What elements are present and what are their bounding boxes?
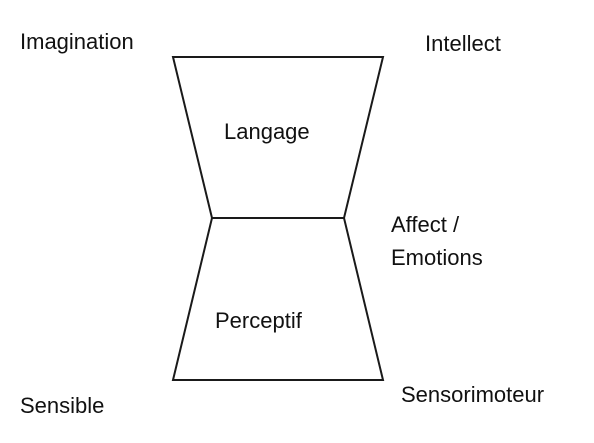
label-perceptif: Perceptif [215, 308, 302, 333]
label-intellect: Intellect [425, 31, 501, 56]
label-imagination: Imagination [20, 29, 134, 54]
label-sensorimoteur: Sensorimoteur [401, 382, 545, 407]
label-sensible: Sensible [20, 393, 105, 418]
label-affect-emotions: Affect / Emotions [391, 212, 483, 270]
lower-trapezoid-perceptif [171, 217, 385, 381]
label-langage: Langage [224, 119, 310, 144]
